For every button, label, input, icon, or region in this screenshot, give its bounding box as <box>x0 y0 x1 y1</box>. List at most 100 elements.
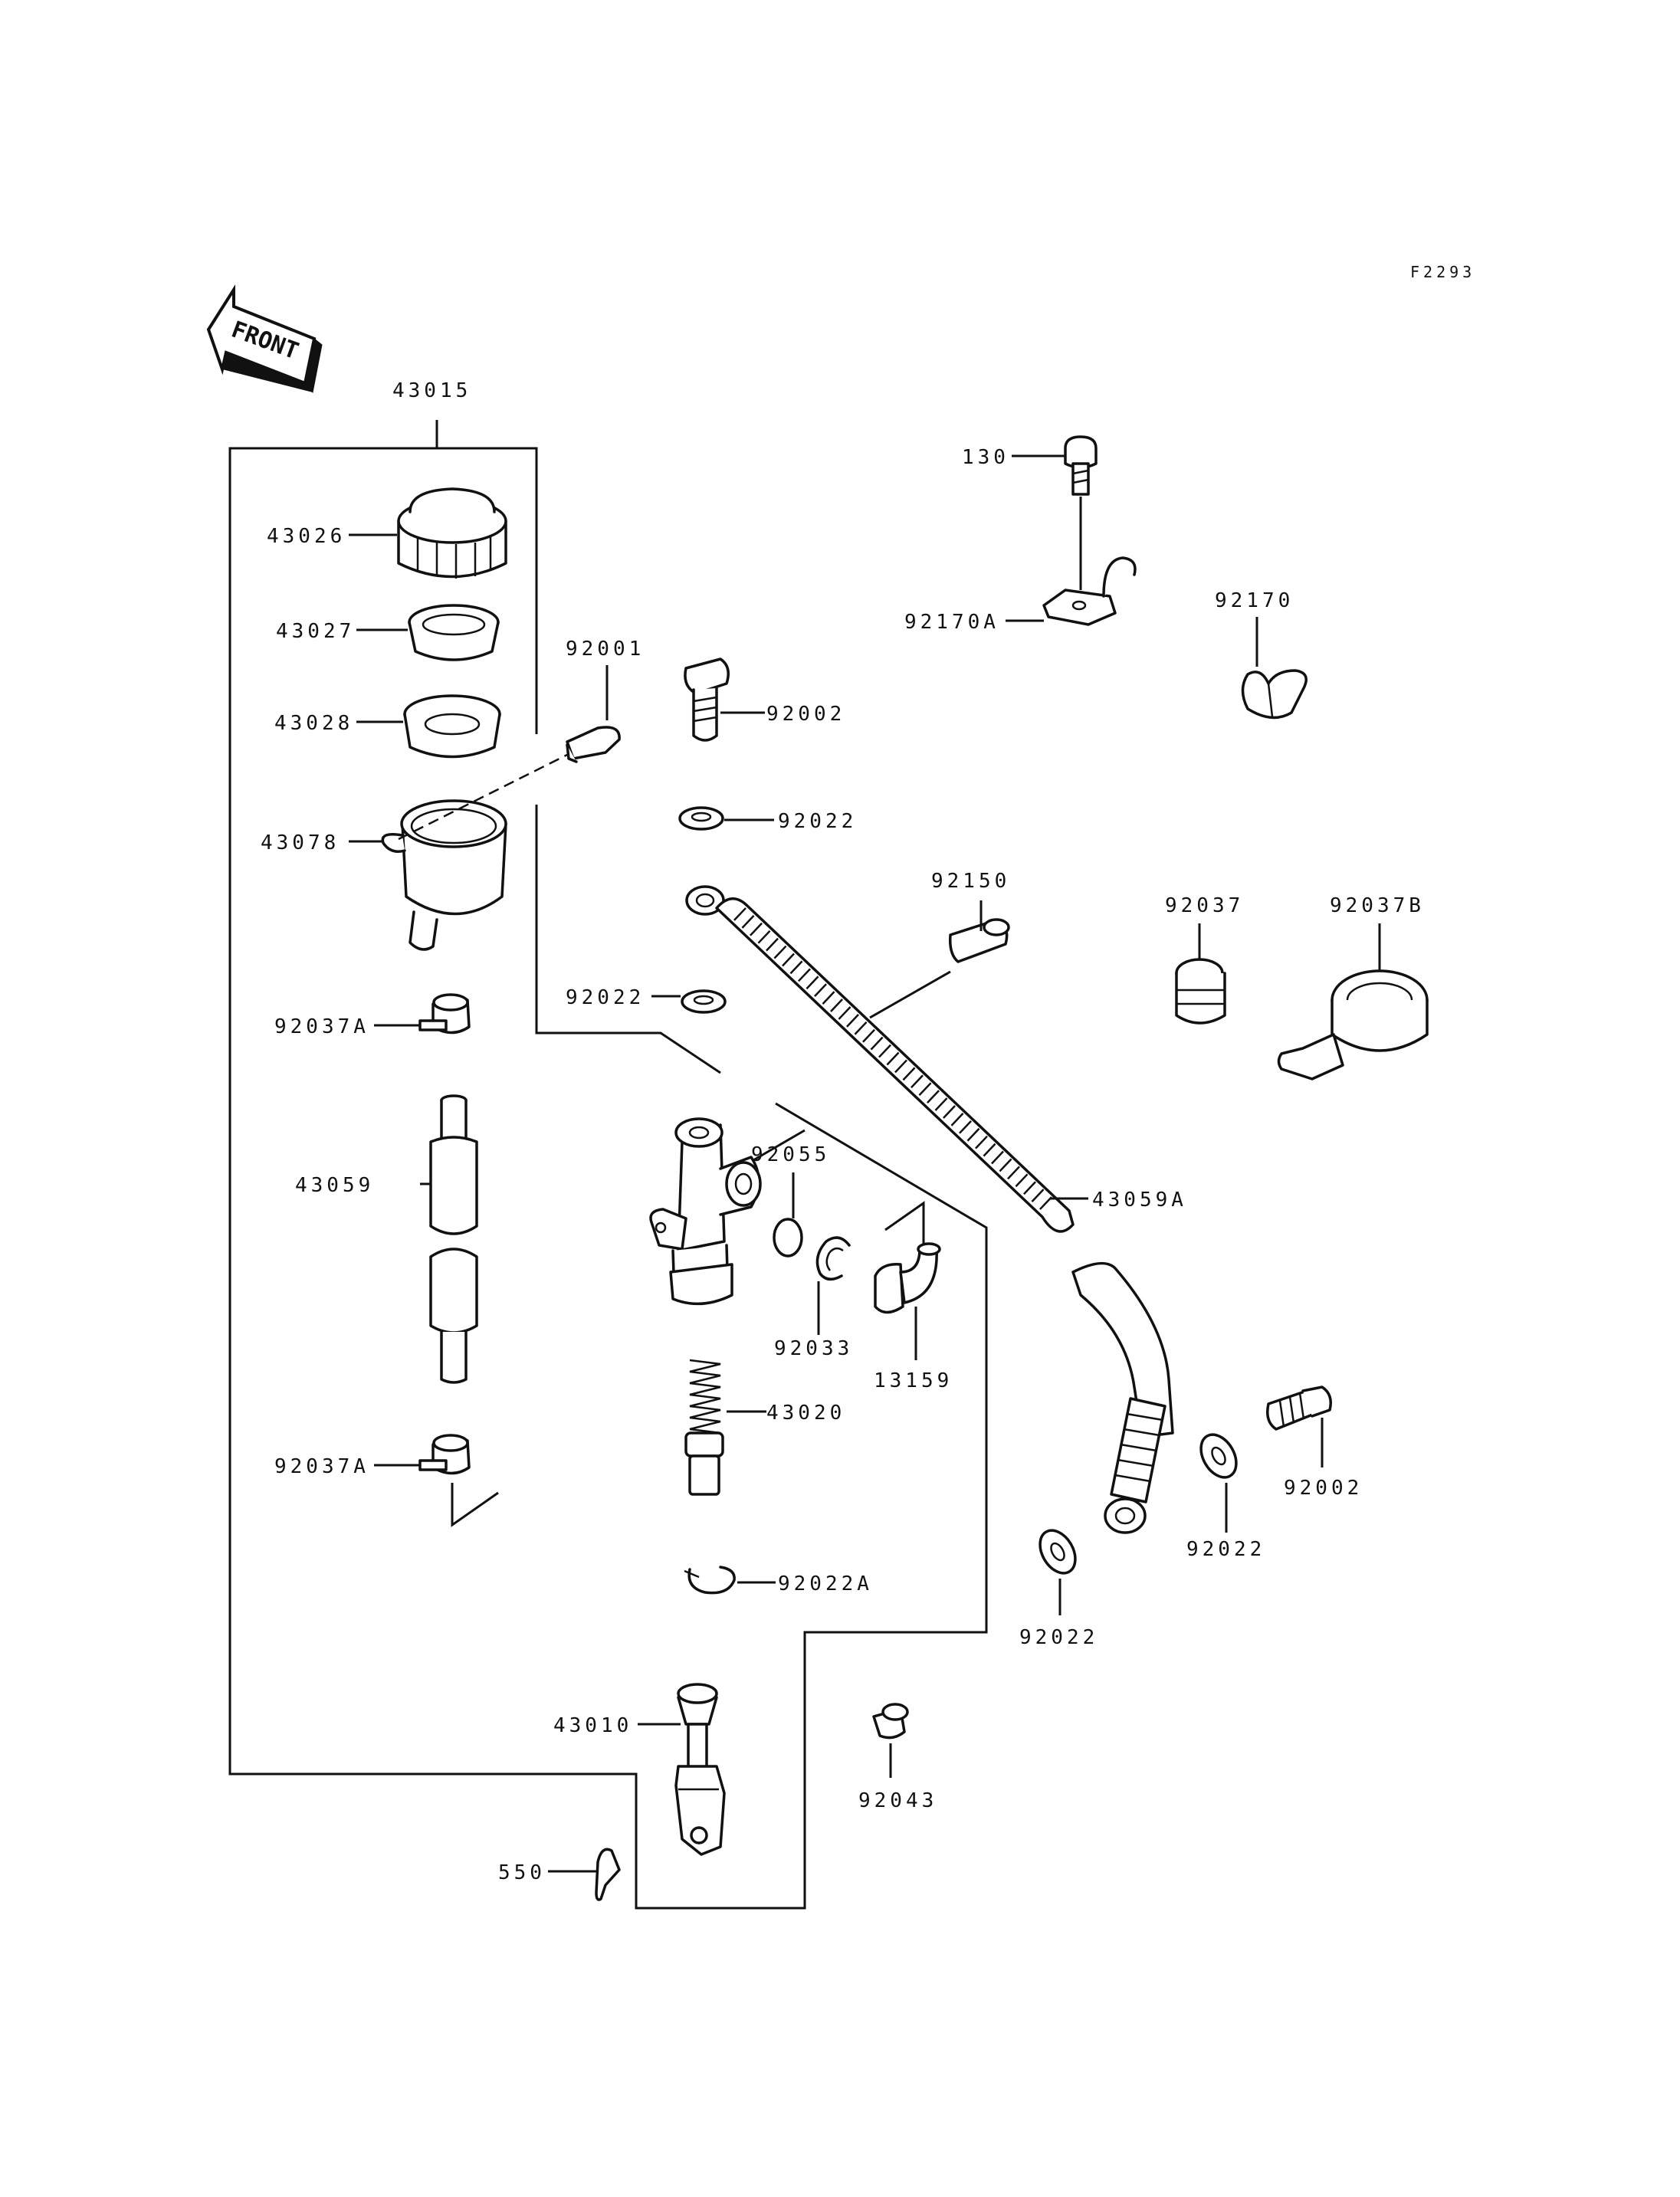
o-ring-92055-part <box>773 1218 803 1258</box>
hose-rib <box>959 1120 972 1134</box>
label-13159: 13159 <box>874 1369 953 1392</box>
hose-rib <box>741 914 755 929</box>
label-43020: 43020 <box>766 1402 845 1425</box>
figure-code: F2293 <box>1410 263 1475 281</box>
hose-43059-part <box>429 1094 478 1384</box>
label-92037a-lower: 92037A <box>274 1455 369 1478</box>
hose-rib <box>975 1135 988 1149</box>
label-43028: 43028 <box>274 712 353 735</box>
hose-rib <box>934 1097 948 1111</box>
hose-rib <box>894 1059 907 1074</box>
label-92022a: 92022A <box>778 1572 873 1595</box>
spring-piston-43020-part <box>684 1359 724 1496</box>
hose-rib <box>950 1113 964 1126</box>
hose-rib <box>854 1021 868 1035</box>
brake-hose-43059a-part <box>685 885 1075 1233</box>
hose-rib <box>918 1082 932 1097</box>
label-92022-a: 92022 <box>778 810 857 833</box>
label-92037b: 92037B <box>1330 894 1425 917</box>
banjo-bolt-92002-lower-part <box>1266 1385 1332 1431</box>
label-43027: 43027 <box>276 620 355 643</box>
label-43015: 43015 <box>392 379 471 402</box>
hose-rib <box>822 991 835 1005</box>
circlip-92033-part <box>815 1236 851 1281</box>
clamp-92037b-part <box>1277 969 1429 1080</box>
label-92170a: 92170A <box>904 611 999 634</box>
washer-92022-c-part <box>1199 1433 1238 1479</box>
hose-rib <box>814 983 827 998</box>
hose-rib <box>862 1028 875 1043</box>
front-arrow-icon: FRONT <box>206 284 323 394</box>
hose-rib <box>991 1150 1004 1165</box>
label-92170: 92170 <box>1215 589 1294 612</box>
hose-rib <box>966 1127 980 1142</box>
clamp-92037a-lower-part <box>418 1434 471 1475</box>
push-rod-43010-part <box>674 1683 726 1856</box>
reservoir-cap-part <box>397 487 507 579</box>
hose-rib <box>983 1143 996 1157</box>
label-92022-d: 92022 <box>1019 1626 1098 1649</box>
washer-92022-b-part <box>681 989 727 1014</box>
label-92043: 92043 <box>858 1789 937 1812</box>
brake-hose-lower-part <box>1071 1261 1174 1534</box>
clamp-92170a-part <box>1042 556 1137 626</box>
master-cylinder-body-part <box>649 1117 762 1306</box>
diaphragm-part <box>408 604 500 661</box>
label-92033: 92033 <box>774 1337 853 1360</box>
label-92037a-upper: 92037A <box>274 1015 369 1038</box>
diaphragm-plate-part <box>403 694 501 759</box>
label-92001: 92001 <box>566 638 645 661</box>
hose-rib <box>838 1006 851 1020</box>
cotter-pin-550-part <box>595 1848 621 1901</box>
hose-rib <box>886 1051 900 1066</box>
bleeder-92150-part <box>948 918 1010 963</box>
hose-rib <box>733 907 746 921</box>
label-92037: 92037 <box>1165 894 1244 917</box>
snap-ring-92022a-part <box>684 1566 736 1595</box>
label-92022-b: 92022 <box>566 986 645 1009</box>
label-43026: 43026 <box>267 525 346 548</box>
elbow-fitting-13159-part <box>874 1201 941 1314</box>
hose-rib <box>1031 1189 1045 1203</box>
hose-rib <box>1015 1173 1029 1188</box>
hose-rib <box>927 1090 940 1103</box>
label-550: 550 <box>498 1861 546 1884</box>
hose-rib <box>902 1067 916 1081</box>
hose-rib <box>806 976 819 990</box>
hose-rib <box>911 1074 924 1089</box>
bolt-130-part <box>1064 435 1098 496</box>
hose-rib <box>782 953 795 967</box>
label-92002-lower: 92002 <box>1284 1477 1363 1500</box>
hose-rib <box>773 945 787 959</box>
label-43010: 43010 <box>553 1714 632 1737</box>
label-130: 130 <box>962 446 1009 469</box>
hose-rib <box>943 1105 956 1119</box>
clamp-92037a-upper-part <box>418 993 471 1035</box>
hose-rib <box>999 1158 1012 1172</box>
pin-92043-part <box>872 1703 909 1740</box>
hose-rib <box>846 1014 859 1028</box>
label-92150: 92150 <box>931 870 1010 893</box>
hose-rib <box>789 960 803 975</box>
reservoir-body-part <box>381 799 507 951</box>
hose-rib <box>1023 1181 1036 1195</box>
label-92022-c: 92022 <box>1186 1538 1265 1561</box>
hose-rib <box>750 922 763 936</box>
hose-rib <box>757 930 771 944</box>
hose-rib <box>1039 1196 1052 1210</box>
label-92055: 92055 <box>751 1143 830 1166</box>
label-43059: 43059 <box>295 1174 374 1197</box>
banjo-bolt-92002-upper-part <box>684 657 730 742</box>
hose-rib <box>798 968 811 982</box>
clamp-92170-part <box>1241 669 1308 720</box>
label-92002-upper: 92002 <box>766 703 845 726</box>
washer-92022-d-part <box>1039 1529 1077 1575</box>
label-43078: 43078 <box>261 831 340 854</box>
hose-rib <box>766 937 779 952</box>
hose-rib <box>878 1044 891 1058</box>
screw-92001-part <box>566 726 621 763</box>
hose-rib <box>1007 1166 1020 1180</box>
washer-92022-a-part <box>678 806 724 831</box>
label-43059a: 43059A <box>1092 1189 1187 1212</box>
